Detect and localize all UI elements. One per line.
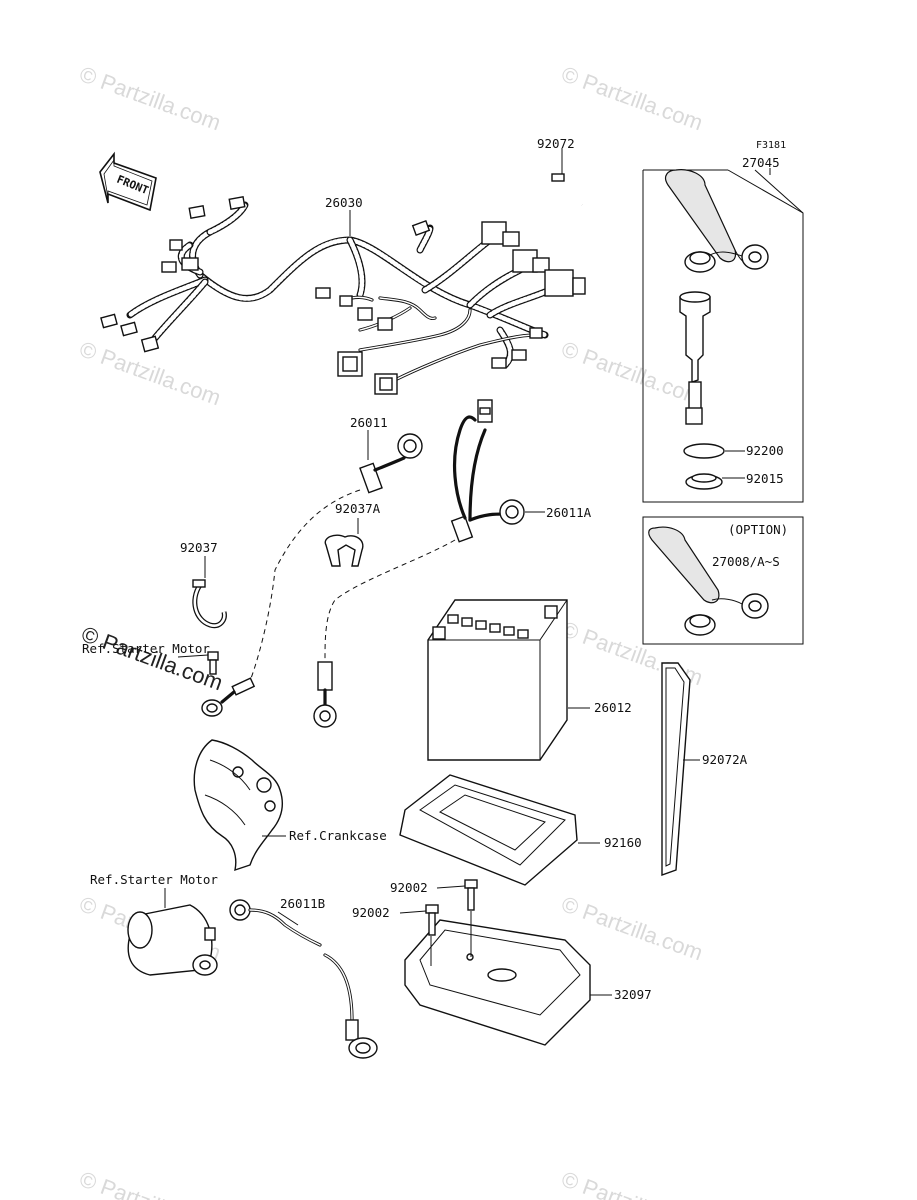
- label-92002-b: 92002: [352, 905, 390, 920]
- label-92072: 92072: [537, 136, 575, 151]
- starter-motor-ref: [127, 888, 218, 976]
- ignition-key-option-27008: [642, 516, 804, 645]
- clamp-92037A: [324, 518, 364, 567]
- figure-code: F3181: [756, 140, 786, 151]
- label-26011A: 26011A: [546, 505, 592, 520]
- label-26011B: 26011B: [280, 896, 325, 911]
- clamp-92072: [543, 173, 584, 225]
- label-92200: 92200: [746, 443, 784, 458]
- label-26030: 26030: [325, 195, 363, 210]
- front-arrow-icon: FRONT: [99, 151, 157, 212]
- leader-lines: [349, 148, 771, 236]
- battery-cable-26011: [247, 430, 423, 687]
- watermark: © Partzilla.com: [558, 336, 706, 410]
- callout-labels: 92072 27045 26030 26011 92200 92015 9203…: [82, 136, 788, 1002]
- battery-tray-32097: [404, 919, 612, 1046]
- wiring-harness-26030: [100, 196, 586, 395]
- clamp-92037: [192, 556, 227, 629]
- ignition-switch-kit-27045: [642, 169, 804, 503]
- label-26011: 26011: [350, 415, 388, 430]
- watermark: © Partzilla.com: [76, 61, 224, 135]
- watermarks: © Partzilla.com © Partzilla.com © Partzi…: [76, 61, 706, 1200]
- starter-cable-26011B: [229, 899, 378, 1059]
- label-option: (OPTION): [728, 522, 788, 537]
- watermark-dark: © Partzilla.com: [78, 621, 226, 695]
- battery-26012: [427, 599, 590, 761]
- watermark: © Partzilla.com: [558, 61, 706, 135]
- label-92002-a: 92002: [390, 880, 428, 895]
- crankcase-ref: [193, 739, 286, 872]
- label-92072A: 92072A: [702, 752, 748, 767]
- battery-band-92072A: [661, 662, 700, 876]
- label-ref-starter-motor-bottom: Ref.Starter Motor: [90, 872, 218, 887]
- label-92037: 92037: [180, 540, 218, 555]
- watermark: © Partzilla.com: [558, 1166, 706, 1200]
- label-92160: 92160: [604, 835, 642, 850]
- watermark: © Partzilla.com: [76, 1166, 224, 1200]
- watermark: © Partzilla.com: [558, 891, 706, 965]
- starter-terminal: [177, 651, 256, 717]
- bolts-92002: [399, 879, 478, 966]
- label-ref-crankcase: Ref.Crankcase: [289, 828, 387, 843]
- battery-case-92160: [399, 774, 600, 886]
- label-32097: 32097: [614, 987, 652, 1002]
- label-27045: 27045: [742, 155, 780, 170]
- label-92037A: 92037A: [335, 501, 381, 516]
- battery-cable-26011A: [313, 399, 545, 728]
- label-ref-starter-motor-top: Ref.Starter Motor: [82, 641, 210, 656]
- label-26012: 26012: [594, 700, 632, 715]
- label-92015: 92015: [746, 471, 784, 486]
- label-27008: 27008/A~S: [712, 554, 780, 569]
